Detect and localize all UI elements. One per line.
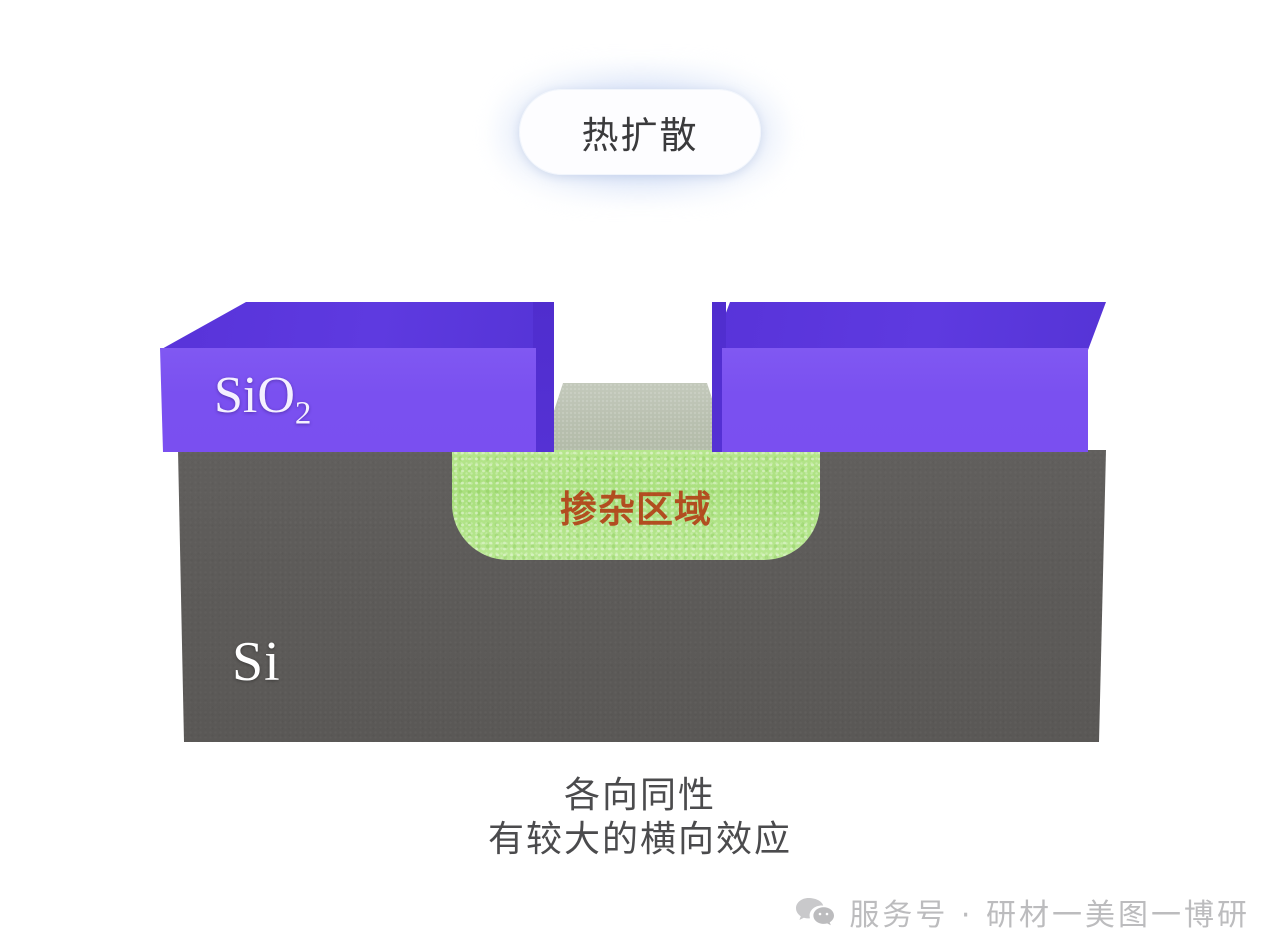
title-pill: 热扩散 bbox=[519, 89, 761, 175]
oxide-label: SiO2 bbox=[214, 366, 311, 432]
caption-line-1: 各向同性 bbox=[563, 775, 716, 816]
caption: 各向同性 有较大的横向效应 bbox=[0, 774, 1280, 862]
oxide-block-right-top-face bbox=[712, 302, 1106, 350]
wechat-icon bbox=[796, 898, 835, 926]
doped-region-label: 掺杂区域 bbox=[560, 488, 712, 531]
doped-region bbox=[452, 450, 820, 560]
title-label: 热扩散 bbox=[581, 114, 699, 157]
trench-floor bbox=[541, 383, 729, 451]
footer-label: 服务号 · 研材一美图一博研 bbox=[849, 898, 1250, 933]
doped-region-texture bbox=[452, 450, 820, 560]
oxide-block-left-front-face bbox=[160, 348, 536, 452]
trench-floor-texture bbox=[541, 383, 729, 451]
oxide-label-subscript: 2 bbox=[294, 395, 312, 432]
oxide-block-left-side-face bbox=[533, 302, 554, 452]
oxide-block-left-top-face bbox=[160, 302, 554, 350]
oxide-block-right-front-face bbox=[722, 348, 1088, 452]
footer: 服务号 · 研材一美图一博研 bbox=[0, 890, 1280, 934]
title-area: 热扩散 bbox=[0, 0, 1280, 250]
oxide-label-main: SiO bbox=[214, 367, 295, 424]
caption-line-2: 有较大的横向效应 bbox=[487, 819, 792, 860]
silicon-label: Si bbox=[232, 631, 281, 693]
